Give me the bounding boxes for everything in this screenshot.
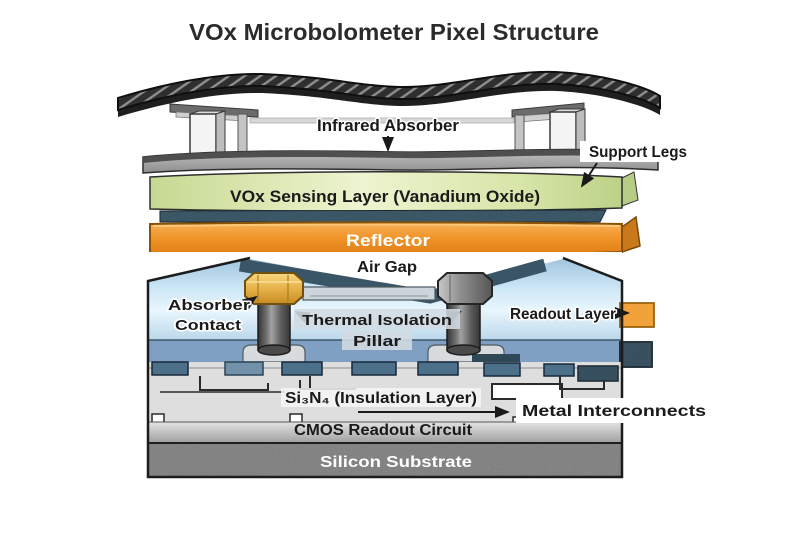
membrane-hatched-plate [117, 70, 661, 112]
interconnect-rect [483, 362, 521, 377]
thermal-label-bg2 [342, 330, 412, 350]
thermal-isolation-pillar-label-line2: Pillar [353, 333, 401, 350]
block-outline [146, 256, 624, 479]
teal-texture [160, 210, 606, 222]
air-gap-label: Air Gap [357, 259, 417, 276]
reflector-bevel [621, 215, 641, 254]
cmos-face [148, 422, 622, 443]
silicon-substrate-label: Silicon Substrate [320, 454, 472, 471]
reflector-top-highlight [152, 223, 620, 227]
teal-interlayer [159, 209, 607, 223]
absorber-contact-arrow [241, 295, 258, 310]
metal-interconnects-label: Metal Interconnects [522, 403, 706, 420]
page-title: VOx Microbolometer Pixel Structure [189, 19, 599, 45]
readout-layer-label: Readout Layer [510, 306, 616, 323]
support-leg-left [169, 103, 515, 161]
pillar-cylinder [257, 299, 291, 351]
infrared-absorber-membrane [117, 70, 661, 117]
readout-contact-tab [619, 302, 655, 328]
pillar-bottom [446, 344, 481, 356]
vox-sensing-layer [149, 171, 639, 212]
insulation-label-bg [281, 388, 481, 407]
thermal-isolation-pillar-label-line1: Thermal Isolation [302, 312, 452, 329]
substrate-texture [148, 443, 622, 477]
interconnect-rect [417, 361, 459, 376]
absorber-contact-label-line1: Absorber [168, 297, 250, 314]
metal-interconnects-label-bg [516, 398, 714, 423]
trace-step [199, 376, 269, 391]
center-platform [302, 286, 436, 301]
support-legs-arrow [580, 162, 598, 188]
absorber-contact-label-line2: Contact [175, 317, 241, 334]
cmos-readout-circuit-label: CMOS Readout Circuit [294, 422, 473, 439]
pillar-contact-gray [437, 272, 493, 305]
silicon-substrate-layer [148, 442, 622, 477]
infrared-absorber-label: Infrared Absorber [317, 116, 459, 135]
pillar-bottom [257, 344, 291, 356]
gray-nut-body [437, 272, 493, 305]
navy-contact-tab [619, 341, 653, 368]
vox-sensing-layer-label: VOx Sensing Layer (Vanadium Oxide) [230, 187, 540, 206]
reflector-label: Reflector [346, 231, 430, 250]
thermal-pillar-left [257, 299, 291, 356]
interconnect-rect [351, 361, 397, 376]
metal-interconnect-rects [151, 361, 619, 382]
interconnect-rect [281, 361, 323, 376]
support-legs-label: Support Legs [589, 144, 687, 161]
support-legs-label-bg [580, 141, 696, 162]
absorber-plate-top-band [143, 149, 658, 163]
infrared-absorber-plate [142, 148, 659, 174]
gold-nut-facets [257, 275, 289, 302]
trace-step [559, 376, 605, 390]
trace-plate [491, 383, 563, 400]
insulation-layer-label: Si₃N₄ (Insulation Layer) [285, 390, 477, 407]
air-gap-white-region [148, 252, 622, 293]
interconnect-rect [224, 361, 264, 376]
interconnect-rect-dark [577, 365, 619, 382]
band-navy-inset [472, 354, 520, 363]
thermal-label-bg1 [294, 309, 460, 329]
support-rail [249, 117, 515, 124]
vox-layer-bevel [621, 171, 639, 207]
gray-nut-facets [449, 275, 479, 302]
interconnect-rect [543, 363, 575, 377]
leg-thin-post [237, 113, 248, 155]
interconnect-rect [151, 361, 189, 376]
